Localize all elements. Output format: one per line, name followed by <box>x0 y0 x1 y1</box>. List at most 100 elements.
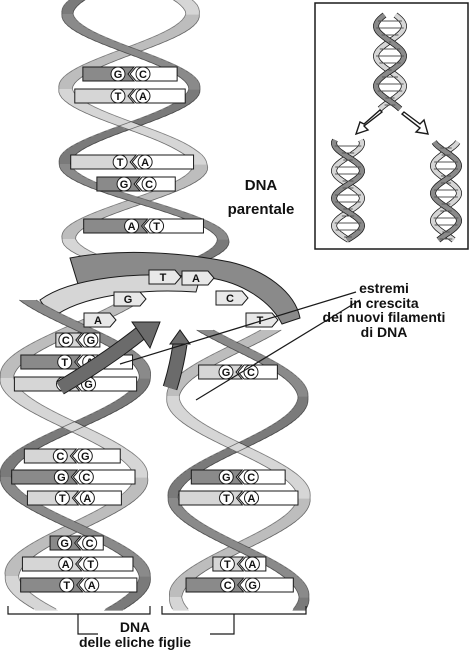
right-daughter-helix-strand-b <box>171 510 189 514</box>
right-daughter-helix-strand-a <box>251 459 279 463</box>
left-daughter-helix-strand-a <box>96 444 124 448</box>
left-daughter-helix-strand-a <box>47 420 78 424</box>
left-daughter-helix-pair-letter-right: T <box>87 559 94 571</box>
right-daughter-helix-pair-letter-right: C <box>247 472 255 484</box>
right-daughter-helix-pair-letter-left: G <box>222 367 231 379</box>
right-daughter-helix-strand-a <box>166 396 180 400</box>
right-daughter-helix-strand-a <box>175 417 198 421</box>
right-daughter-helix-strand-a <box>260 528 287 532</box>
bracket-stem-right <box>210 614 235 635</box>
left-daughter-helix-pair-letter-left: T <box>61 357 68 369</box>
left-daughter-helix-strand-b <box>0 471 13 475</box>
right-daughter-helix-pair-left <box>190 469 244 485</box>
parental-helix-strand-a <box>64 227 86 231</box>
right-daughter-helix-pair-letter-left: T <box>223 493 230 505</box>
left-daughter-helix-pair-base-right <box>84 577 100 593</box>
left-daughter-helix-strand-a <box>73 519 104 523</box>
fork-base-tab <box>113 291 147 307</box>
growing-end-arrow-right-head <box>169 329 191 345</box>
parental-helix-strand-b <box>207 248 227 252</box>
fork-base-tab <box>215 290 249 306</box>
right-daughter-helix-strand-a <box>179 420 203 424</box>
base-pairs: GCTATAGCATTAGCATCGTACGCGGCTAGCATTAGCGCTA… <box>11 66 299 593</box>
right-daughter-helix-strand-a <box>169 594 183 598</box>
left-daughter-helix-strand-b <box>33 309 58 313</box>
left-daughter-helix-pair-base-left <box>58 556 74 572</box>
left-daughter-helix-strand-a <box>1 366 20 370</box>
leader-line-1 <box>119 291 357 365</box>
right-daughter-helix-strand-b <box>174 513 192 517</box>
left-daughter-helix-strand-b <box>138 576 151 580</box>
left-daughter-helix-pair-base-right <box>82 535 98 551</box>
parental-helix-strand-a <box>180 5 199 9</box>
parental-helix-strand-a <box>58 92 77 96</box>
right-daughter-helix-strand-b <box>292 609 307 611</box>
right-daughter-helix-strand-a <box>187 426 213 430</box>
right-daughter-helix-strand-a <box>169 597 183 601</box>
right-daughter-helix-strand-a <box>168 408 187 412</box>
bracket-stem-left <box>77 614 98 635</box>
right-daughter-helix-strand-a <box>237 339 266 343</box>
parental-helix-pair-base-right <box>135 66 151 82</box>
left-daughter-helix-pair-letter-right: A <box>83 493 91 505</box>
right-daughter-helix-strand-a <box>275 519 299 523</box>
parental-helix-pair-letter-right: T <box>153 221 160 233</box>
parental-helix-strand-a <box>135 41 167 45</box>
right-daughter-helix-strand-a <box>179 573 203 577</box>
parental-helix-strand-a <box>174 23 197 27</box>
left-daughter-helix-strand-a <box>6 564 26 568</box>
parental-label-line-1: DNA <box>244 177 278 194</box>
left-daughter-helix-strand-b <box>134 567 150 571</box>
right-daughter-helix-strand-b <box>275 420 295 424</box>
growing-end-arrow-left-head <box>131 321 161 350</box>
right-daughter-helix-strand-a <box>172 609 190 611</box>
left-daughter-helix-pair-base-right <box>78 469 94 485</box>
parental-helix-strand-a <box>73 107 102 111</box>
inset-arrow-left <box>354 109 384 136</box>
left-daughter-helix-strand-a <box>120 459 143 463</box>
left-daughter-helix-strand-b <box>28 306 52 310</box>
parental-helix-strand-b <box>215 236 229 240</box>
right-daughter-helix-strand-b <box>168 501 181 505</box>
left-daughter-helix-pair-base-left <box>59 577 75 593</box>
parental-helix-strand-b <box>185 92 200 96</box>
daughter-label-line-1: DNA <box>119 619 151 635</box>
left-daughter-helix-strand-b <box>123 393 143 397</box>
right-daughter-helix-strand-a <box>255 330 282 334</box>
parental-helix-pair-left <box>82 66 136 82</box>
left-daughter-helix-strand-b <box>136 582 151 586</box>
right-daughter-helix-strand-a <box>166 402 183 406</box>
right-daughter-helix-strand-b <box>290 384 306 388</box>
left-daughter-helix-strand-a <box>4 573 20 577</box>
left-daughter-helix-strand-b <box>136 381 151 385</box>
parental-helix-strand-b <box>76 32 101 36</box>
left-daughter-helix-strand-b <box>99 543 124 547</box>
fork-base-tab <box>148 269 182 285</box>
inset-left-daughter-strand <box>331 139 365 242</box>
parental-helix-strand-a <box>58 86 73 90</box>
parental-helix-strand-b <box>186 83 201 87</box>
left-daughter-helix-strand-b <box>38 312 64 316</box>
left-daughter-helix-strand-a <box>124 462 145 466</box>
parental-helix-strand-b <box>63 173 83 177</box>
right-daughter-helix-strand-b <box>295 588 309 592</box>
inset-arrow-right <box>400 111 429 135</box>
helix-strands <box>0 0 311 611</box>
parental-helix-pair-letter-left: G <box>120 179 129 191</box>
parental-helix-strand-a <box>61 233 78 237</box>
right-daughter-helix-strand-a <box>208 438 237 442</box>
right-daughter-helix-strand-b <box>298 597 310 601</box>
left-daughter-helix-pair-letter-right: G <box>81 451 90 463</box>
left-daughter-helix-strand-b <box>0 465 17 469</box>
right-daughter-helix-strand-a <box>290 507 309 511</box>
left-daughter-helix-strand-a <box>79 516 110 520</box>
growing-end-arrow-right-body <box>163 343 187 390</box>
left-daughter-helix-strand-b <box>4 459 23 463</box>
left-daughter-helix-pair-letter-right: C <box>82 472 90 484</box>
left-daughter-helix-strand-a <box>5 576 20 580</box>
right-daughter-helix-strand-a <box>287 510 307 514</box>
left-daughter-helix-strand-b <box>124 594 144 598</box>
right-daughter-helix-strand-a <box>169 603 186 607</box>
parental-helix-strand-b <box>183 80 200 84</box>
parental-helix-strand-b-edge <box>69 0 230 261</box>
